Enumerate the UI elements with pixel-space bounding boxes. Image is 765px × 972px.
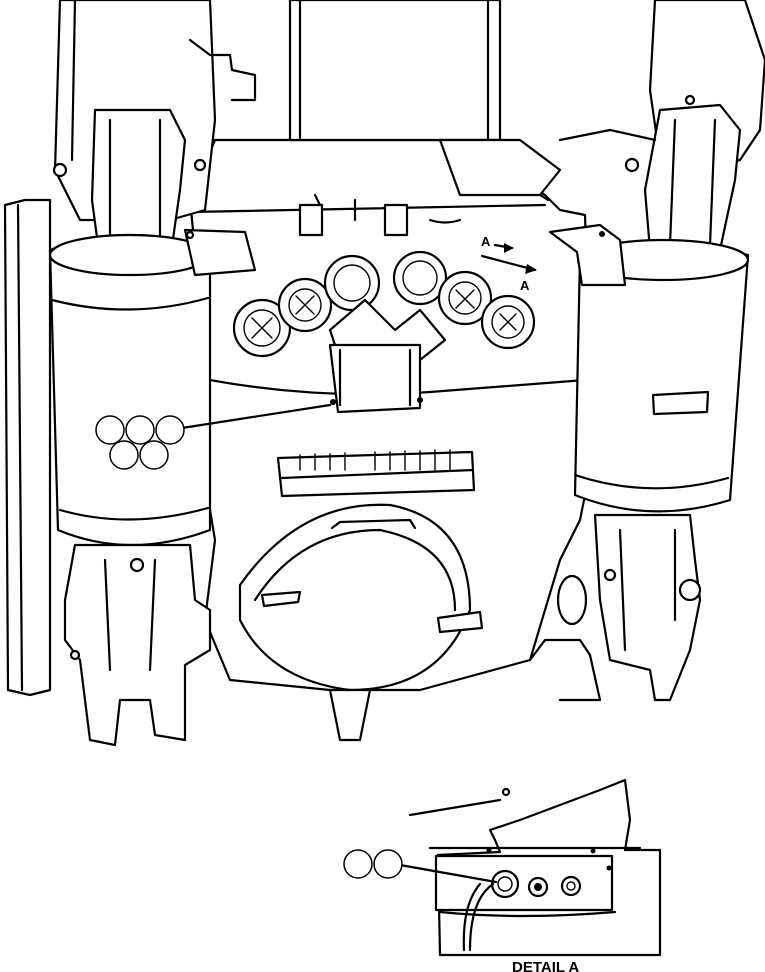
top-drum [288,0,562,197]
callout-circle [139,440,169,470]
access-hatch [238,503,484,742]
callout-group-main [95,403,332,470]
callout-circle [109,440,139,470]
right-cylinder [548,223,750,513]
callout-circle [155,415,185,445]
callout-circle [95,415,125,445]
junction-box [328,343,423,414]
detail-caption: DETAIL A [512,959,579,972]
callout-circle [125,415,155,445]
left-upper-arm [52,0,257,262]
callout-circle-detail [373,849,403,879]
right-upper-arm [558,0,765,252]
left-cylinder [48,228,257,547]
connector-cluster [232,193,536,362]
detail-a-inset: DETAIL A [343,778,662,972]
view-arrow-label: A [481,234,491,249]
left-side-plate [3,198,52,697]
right-lower-arm [556,513,702,702]
left-lower-arm [63,543,212,747]
terminal-strip [276,449,476,498]
view-arrow-label-2: A [520,278,530,293]
view-arrow-a: A A [480,234,537,293]
callout-circle-detail [343,849,373,879]
